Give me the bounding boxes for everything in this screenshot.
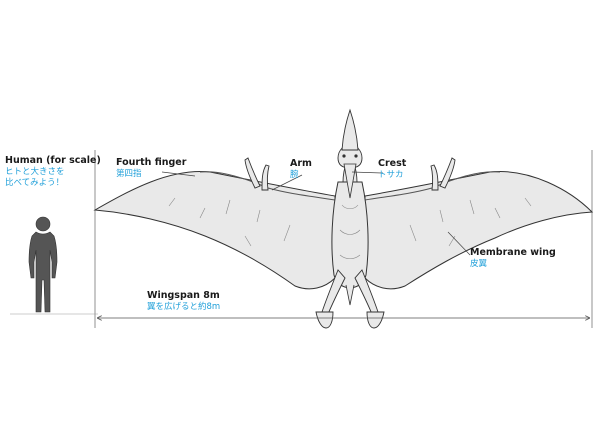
left-foot bbox=[315, 311, 334, 329]
leader-crest bbox=[351, 171, 384, 174]
left-hand bbox=[244, 157, 270, 191]
label-crest-jp: トサカ bbox=[378, 169, 404, 180]
leader-membrane-wing bbox=[447, 231, 471, 256]
label-crest: Crest トサカ bbox=[378, 158, 406, 181]
label-fourth-finger-en: Fourth finger bbox=[116, 157, 187, 168]
leader-fourth-finger bbox=[161, 171, 196, 177]
right-wing bbox=[364, 171, 594, 290]
label-membrane-wing: Membrane wing 皮翼 bbox=[470, 247, 556, 270]
tail bbox=[345, 284, 355, 306]
wing-veins bbox=[168, 197, 532, 247]
human-silhouette bbox=[28, 216, 58, 313]
right-eye bbox=[354, 154, 358, 158]
label-arm-jp: 腕 bbox=[290, 169, 299, 180]
label-arm: Arm 腕 bbox=[290, 158, 312, 181]
left-eye bbox=[342, 154, 346, 158]
label-fourth-finger-jp: 第四指 bbox=[116, 168, 142, 179]
label-membrane-wing-en: Membrane wing bbox=[470, 247, 556, 258]
beak bbox=[343, 163, 357, 199]
label-human: Human (for scale) ヒトと大きさを 比べてみよう！ bbox=[5, 155, 101, 188]
label-fourth-finger: Fourth finger 第四指 bbox=[116, 157, 186, 180]
label-crest-en: Crest bbox=[378, 158, 407, 169]
label-wingspan: Wingspan 8m 翼を広げると約8m bbox=[147, 290, 220, 313]
body-details bbox=[339, 204, 361, 260]
leader-arm bbox=[271, 174, 303, 191]
right-foot bbox=[366, 311, 385, 329]
label-human-jp-line2: 比べてみよう！ bbox=[5, 177, 65, 188]
label-wingspan-en: Wingspan 8m bbox=[147, 290, 220, 301]
left-wing bbox=[93, 171, 336, 290]
label-membrane-wing-jp: 皮翼 bbox=[470, 258, 488, 269]
label-human-en: Human (for scale) bbox=[5, 155, 101, 166]
label-wingspan-jp: 翼を広げると約8m bbox=[147, 301, 221, 312]
label-human-jp-line1: ヒトと大きさを bbox=[5, 166, 65, 177]
crest bbox=[341, 108, 359, 151]
right-hand bbox=[430, 157, 456, 191]
label-arm-en: Arm bbox=[290, 158, 312, 169]
